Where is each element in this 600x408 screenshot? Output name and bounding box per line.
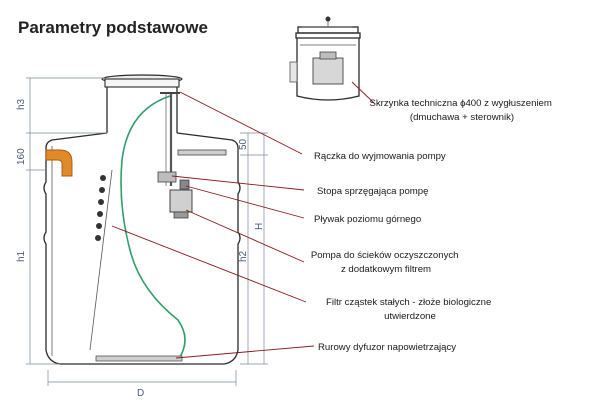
leader-handle xyxy=(179,91,303,155)
pump-filter xyxy=(173,211,189,219)
leader-float xyxy=(185,185,305,219)
leader-pump xyxy=(185,209,305,263)
box-rim xyxy=(295,32,361,39)
filter-beads xyxy=(95,175,106,241)
tank-body xyxy=(43,132,241,365)
dim-50: 50 xyxy=(238,138,249,150)
leader-lines xyxy=(111,81,375,359)
leader-foot xyxy=(171,175,305,191)
blower-unit xyxy=(312,57,344,85)
label-coupling-foot: Stopa sprzęgająca pompę xyxy=(317,186,428,197)
box-body xyxy=(296,38,360,101)
pump-body xyxy=(169,189,193,213)
dim-160: 160 xyxy=(16,148,27,165)
inlet-elbow xyxy=(45,149,73,177)
label-tube-diffuser: Rurowy dyfuzor napowietrzający xyxy=(318,342,456,353)
float-switch xyxy=(179,179,190,190)
tank-drawing xyxy=(43,74,241,365)
outlet-pipe xyxy=(177,149,227,156)
leader-diffuser xyxy=(175,345,315,359)
dim-h2: h2 xyxy=(238,250,249,262)
page-title: Parametry podstawowe xyxy=(18,18,208,37)
box-side-port xyxy=(289,61,298,83)
dim-H: H xyxy=(254,223,265,230)
label-pump: Pompa do ścieków oczyszczonych z dodatko… xyxy=(311,250,461,275)
filter-medium xyxy=(89,169,113,351)
blower-top xyxy=(319,51,337,60)
dim-h1: h1 xyxy=(16,250,27,262)
tube-diffuser xyxy=(95,355,183,362)
air-hose xyxy=(120,95,186,361)
dim-D: D xyxy=(137,388,144,399)
label-float-switch: Pływak poziomu górnego xyxy=(314,214,421,225)
label-pump-handle: Rączka do wyjmowania pompy xyxy=(314,151,446,162)
leader-box xyxy=(351,81,375,104)
label-solids-filter: Filtr cząstek stałych - złoże biologiczn… xyxy=(326,297,494,322)
technical-box-drawing xyxy=(289,16,361,101)
tank-lid-rim xyxy=(104,78,180,88)
box-knob-head xyxy=(325,16,331,22)
label-technical-box: Skrzynka techniczna ϕ400 z wygłuszeniem … xyxy=(369,98,554,123)
box-lid xyxy=(297,26,359,34)
coupling-foot xyxy=(157,171,177,183)
leader-filter xyxy=(111,225,307,303)
dimension-lines xyxy=(26,77,268,386)
dim-h3: h3 xyxy=(16,98,27,110)
